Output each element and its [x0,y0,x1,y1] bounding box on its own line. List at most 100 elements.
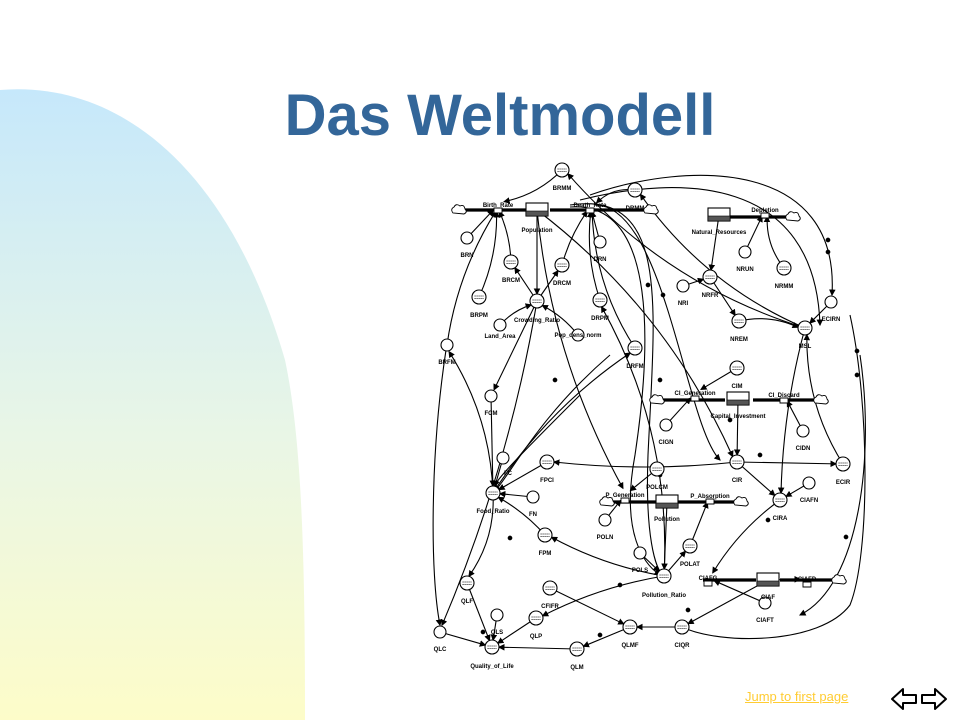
connector-arrow [439,631,487,647]
junction-dot [617,582,623,588]
junction-dot [854,348,860,354]
cloud-icon [599,496,615,507]
junction-dot [645,282,651,288]
converter-brcm [503,254,519,270]
converter-qlf [459,575,475,591]
converter-polcm [649,461,665,477]
aux-cidn [796,424,810,438]
connector-arrow [541,575,665,617]
flow-valve-ci-generation [690,395,700,402]
cloud-icon [785,211,801,222]
junction-dot [480,629,486,635]
connector-arrow [493,300,538,391]
connector-arrow [536,209,624,490]
label-capital-investment: Capital_Investment [710,414,765,420]
aux-qlc [433,625,447,639]
label-nrun: NRUN [736,267,753,273]
feedback-loop-arrow [579,187,824,327]
feedback-loop-arrow [569,206,661,576]
converter-fpci [539,454,555,470]
label-depletion: Depletion [751,208,779,214]
label-fcm: FCM [485,411,498,417]
label-qlc: QLC [434,647,447,653]
converter-polat [682,538,698,554]
connector-arrow [601,305,666,577]
label-cim: CIM [732,384,743,390]
connector-arrow [549,587,625,625]
label-nrmm: NRMM [775,284,794,290]
next-arrow-icon[interactable] [920,686,948,712]
flow-valve-death-rate [585,207,595,214]
cloud-icon [733,496,749,507]
converter-cfifr [542,580,558,596]
label-population: Population [522,228,553,234]
aux-ciafn [802,476,816,490]
feedback-loop-arrow [681,314,866,640]
junction-dot [727,417,733,423]
converter-quality-of-life [484,639,500,655]
slide-title: Das Weltmodell [284,83,716,148]
connector-arrow [733,398,741,457]
connector-arrow [536,209,734,458]
jump-to-first-page-link[interactable]: Jump to first page [745,689,849,704]
label-ciafd: CIAFD [798,577,817,583]
cloud-icon [813,394,829,405]
feedback-loop-arrow [432,349,447,627]
cloud-icon [649,394,665,405]
junction-dot [552,377,558,383]
connector-arrow [466,582,491,642]
label-qlp: QLP [530,634,542,640]
label-fn: FN [529,512,537,518]
label-ci-discard: CI_Discard [768,393,800,399]
converter-cira [772,492,788,508]
stock-pollution [655,494,679,509]
aux-nri [676,279,690,293]
label-brn: BRN [461,253,474,259]
label-ciaf: CIAF [761,595,775,601]
converter-brpm [471,289,487,305]
label-cir: CIR [732,478,743,484]
connector-arrow [586,210,601,301]
aux-ciaft [758,596,772,610]
label-msl: MSL [799,344,812,350]
converter-msl [797,320,813,336]
label-cira: CIRA [773,516,788,522]
connector-arrow [567,172,806,329]
connector-arrow [550,536,665,577]
converter-brmm [554,162,570,178]
aux-fc [496,451,510,465]
previous-arrow-icon[interactable] [890,686,918,712]
cloud-icon [451,204,467,215]
connector-arrow [492,352,632,494]
connector-arrow [468,492,494,578]
connector-arrow [441,300,538,627]
label-fc: FC [504,471,513,477]
aux-qls [490,608,504,622]
converter-drmm [627,182,643,198]
flow-valve-depletion [760,212,770,219]
aux-poln [598,513,612,527]
aux-nrun [738,245,752,259]
stock-natural-resources [707,207,731,222]
label-cign: CIGN [659,440,674,446]
aux-brn [460,231,474,245]
connector-arrow [763,215,785,269]
aux-brfm [440,338,454,352]
label-p-absorption: P_Absorption [690,494,730,500]
connector-arrow [736,460,838,468]
junction-dot [657,377,663,383]
converter-cim [729,360,745,376]
connector-arrow [478,210,501,298]
label-qlm: QLM [570,665,583,671]
converter-nrfr [702,269,718,285]
flow-valve-p-absorption [705,498,715,505]
label-fpm: FPM [539,551,552,557]
label-ciqr: CIQR [675,643,691,649]
junction-dot [660,292,666,298]
junction-dot [825,249,831,255]
converter-qlm [569,641,585,657]
connector-arrow [712,499,781,574]
converter-nrem [731,313,747,329]
aux-ecirn [824,295,838,309]
